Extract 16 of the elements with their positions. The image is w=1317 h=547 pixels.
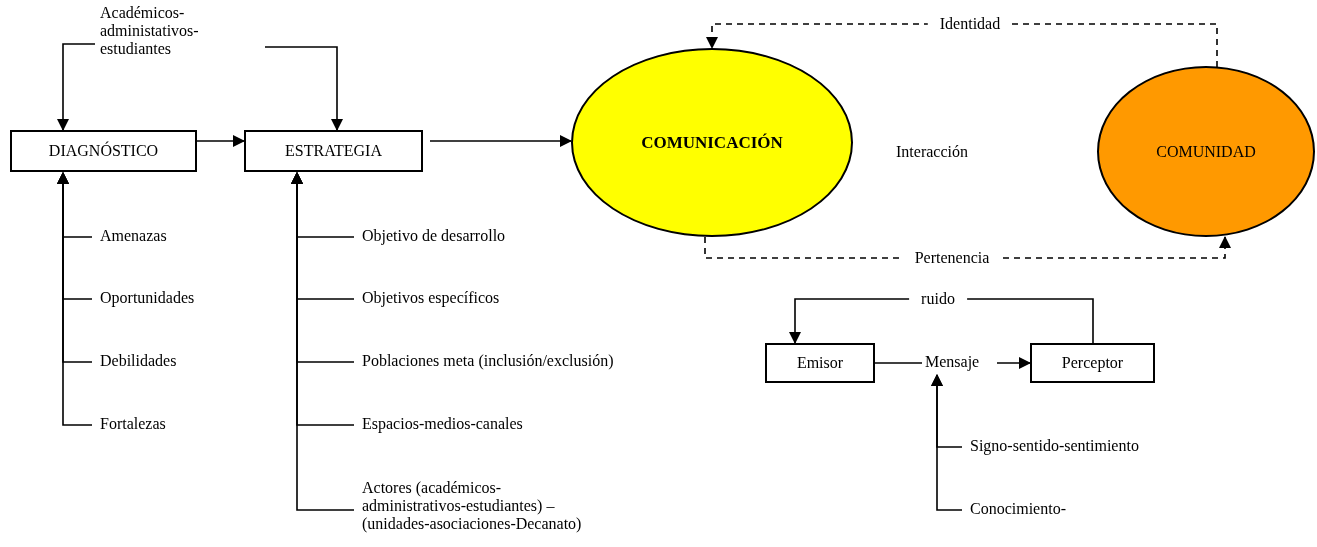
arrow [196,135,245,147]
process-box: DIAGNÓSTICO [10,130,197,172]
arrow [264,46,343,131]
arrow [996,357,1031,369]
arrow [291,172,355,511]
connector-line [874,362,923,364]
ellipse-node: COMUNICACIÓN [571,48,853,237]
process-box: ESTRATEGIA [244,130,423,172]
process-box: Perceptor [1030,343,1155,383]
arrow [57,43,96,131]
relation-text: Interacción [896,142,968,162]
process-box: Emisor [765,343,875,383]
arrow [429,135,572,147]
arrow [57,172,93,426]
ellipse-node: COMUNIDAD [1097,66,1315,237]
arrow [931,374,963,511]
